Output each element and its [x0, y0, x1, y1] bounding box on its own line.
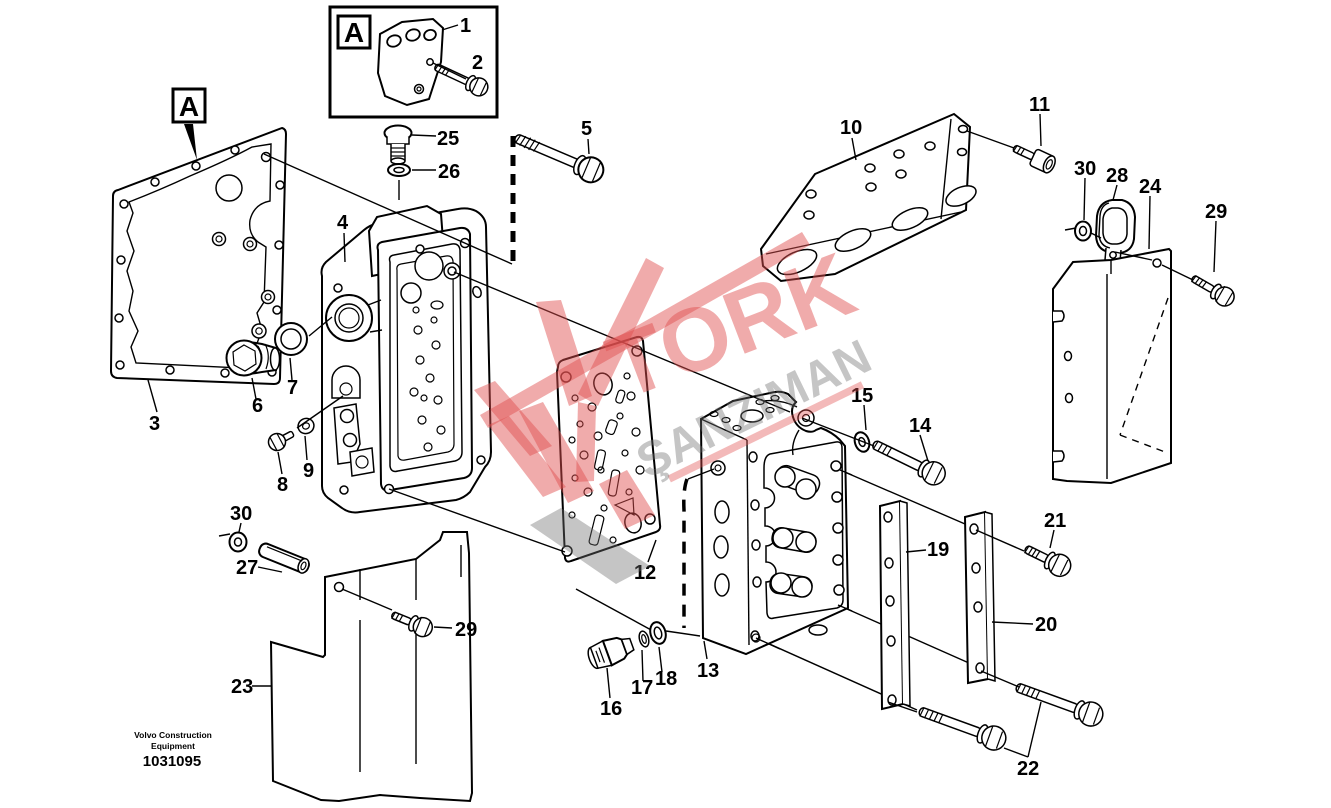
svg-text:19: 19	[927, 539, 949, 561]
svg-text:17: 17	[631, 677, 653, 699]
svg-text:27: 27	[236, 557, 258, 579]
svg-text:2: 2	[472, 52, 483, 74]
svg-text:9: 9	[303, 460, 314, 482]
svg-text:28: 28	[1106, 165, 1128, 187]
svg-text:24: 24	[1139, 176, 1162, 198]
svg-text:A: A	[179, 91, 199, 122]
svg-text:13: 13	[697, 660, 719, 682]
svg-text:21: 21	[1044, 510, 1066, 532]
svg-text:5: 5	[581, 118, 592, 140]
svg-text:29: 29	[1205, 201, 1227, 223]
svg-text:23: 23	[231, 676, 253, 698]
svg-text:6: 6	[252, 395, 263, 417]
svg-text:3: 3	[149, 413, 160, 435]
svg-text:29: 29	[455, 619, 477, 641]
svg-text:7: 7	[287, 377, 298, 399]
svg-text:4: 4	[337, 212, 349, 234]
svg-text:Volvo Construction: Volvo Construction	[134, 730, 212, 740]
svg-text:1031095: 1031095	[143, 753, 201, 770]
svg-text:25: 25	[437, 128, 459, 150]
svg-text:12: 12	[634, 562, 656, 584]
svg-text:A: A	[344, 17, 364, 48]
svg-text:11: 11	[1029, 94, 1050, 116]
svg-text:15: 15	[851, 385, 873, 407]
svg-text:22: 22	[1017, 758, 1039, 780]
svg-text:8: 8	[277, 474, 288, 496]
svg-text:Equipment: Equipment	[151, 741, 195, 751]
svg-text:10: 10	[840, 117, 862, 139]
svg-text:1: 1	[460, 15, 471, 37]
svg-text:20: 20	[1035, 614, 1057, 636]
svg-text:18: 18	[655, 668, 677, 690]
svg-text:14: 14	[909, 415, 932, 437]
svg-text:16: 16	[600, 698, 622, 720]
svg-text:26: 26	[438, 161, 460, 183]
svg-text:30: 30	[230, 503, 252, 525]
svg-text:30: 30	[1074, 158, 1096, 180]
